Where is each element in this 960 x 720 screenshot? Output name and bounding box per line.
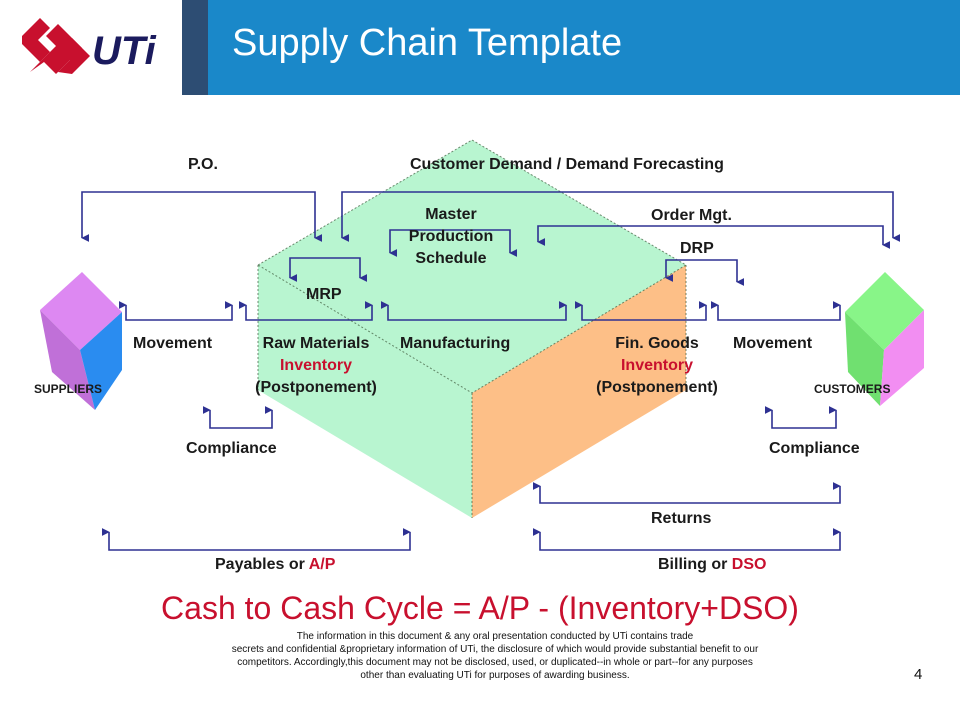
process-box bbox=[257, 139, 687, 518]
box-side-face bbox=[472, 265, 686, 518]
fin-goods-arrow bbox=[574, 301, 707, 321]
order-mgt-arrow bbox=[537, 225, 891, 249]
disclaimer-line-3: competitors. Accordingly,this document m… bbox=[237, 657, 753, 668]
payables-text: Payables or bbox=[215, 556, 309, 573]
order-mgt-label: Order Mgt. bbox=[651, 207, 732, 224]
disclaimer-line-1: The information in this document & any o… bbox=[296, 631, 694, 642]
billing-label: Billing or DSO bbox=[658, 554, 766, 576]
disclaimer-line-4: other than evaluating UTi for purposes o… bbox=[360, 670, 630, 681]
logo: UTi bbox=[0, 0, 182, 95]
returns-arrow bbox=[532, 482, 841, 504]
confidentiality-disclaimer: The information in this document & any o… bbox=[150, 630, 840, 682]
master-schedule-arrow bbox=[389, 229, 518, 257]
drp-label: DRP bbox=[680, 240, 714, 257]
disclaimer-line-2: secrets and confidential &proprietary in… bbox=[231, 644, 759, 655]
suppliers-label: SUPPLIERS bbox=[34, 382, 103, 396]
compliance-right-arrow bbox=[764, 406, 837, 429]
master-production-schedule-label: Master Production Schedule bbox=[390, 204, 512, 270]
customers-label: CUSTOMERS bbox=[814, 382, 891, 396]
raw-materials-text: Raw Materials bbox=[262, 335, 370, 352]
billing-arrow bbox=[532, 528, 841, 551]
raw-materials-arrow bbox=[238, 301, 373, 321]
raw-materials-inventory-label: Raw Materials Inventory (Postponement) bbox=[236, 333, 396, 399]
po-label: P.O. bbox=[188, 156, 218, 173]
billing-dso-text: DSO bbox=[731, 556, 767, 573]
movement-left-label: Movement bbox=[133, 335, 213, 352]
logo-text: UTi bbox=[92, 29, 157, 73]
cash-to-cash-formula: Cash to Cash Cycle = A/P - (Inventory+DS… bbox=[161, 590, 799, 626]
master-line-2: Production bbox=[408, 228, 494, 245]
uti-logo-icon: UTi bbox=[22, 18, 157, 74]
manufacturing-arrow bbox=[380, 301, 567, 321]
master-line-3: Schedule bbox=[415, 250, 487, 267]
postponement-left-text: (Postponement) bbox=[255, 379, 377, 396]
master-line-1: Master bbox=[425, 206, 477, 223]
page-title: Supply Chain Template bbox=[232, 22, 623, 64]
movement-left-arrow bbox=[118, 301, 233, 321]
inventory-right-text: Inventory bbox=[620, 357, 693, 374]
billing-text: Billing or bbox=[658, 556, 732, 573]
movement-right-label: Movement bbox=[733, 335, 813, 352]
demand-forecasting-label: Customer Demand / Demand Forecasting bbox=[410, 156, 724, 173]
manufacturing-label: Manufacturing bbox=[400, 335, 511, 352]
fin-goods-text: Fin. Goods bbox=[615, 335, 699, 352]
fin-goods-inventory-label: Fin. Goods Inventory (Postponement) bbox=[576, 333, 738, 399]
payables-label: Payables or A/P bbox=[215, 554, 335, 576]
po-arrow bbox=[81, 191, 323, 242]
demand-arrow bbox=[341, 191, 901, 242]
returns-label: Returns bbox=[651, 510, 712, 527]
drp-arrow bbox=[665, 259, 745, 286]
customers-cube-icon bbox=[845, 272, 924, 406]
inventory-left-text: Inventory bbox=[279, 357, 352, 374]
mrp-label: MRP bbox=[306, 286, 342, 303]
movement-right-arrow bbox=[710, 301, 841, 321]
page-number: 4 bbox=[914, 666, 923, 683]
box-top-face bbox=[258, 140, 686, 393]
compliance-right-label: Compliance bbox=[769, 440, 860, 457]
postponement-right-text: (Postponement) bbox=[596, 379, 718, 396]
box-front-face bbox=[258, 265, 472, 518]
compliance-left-arrow bbox=[202, 406, 273, 429]
payables-arrow bbox=[101, 528, 411, 551]
suppliers-cube-icon bbox=[40, 272, 122, 410]
payables-ap-text: A/P bbox=[308, 556, 336, 573]
mrp-arrow bbox=[289, 257, 368, 282]
header-stripe bbox=[182, 0, 208, 95]
compliance-left-label: Compliance bbox=[186, 440, 277, 457]
